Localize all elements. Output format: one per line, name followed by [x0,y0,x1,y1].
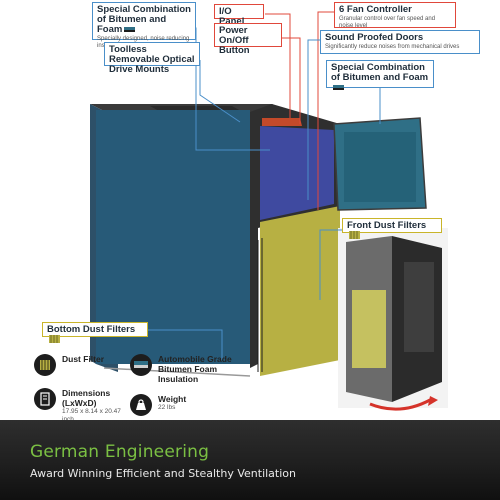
dimensions-icon [34,388,56,410]
legend-value: 22 lbs [158,404,176,411]
callout-title: Special Combination of Bitumen and Foam [97,4,191,35]
callout-title: Front Dust Filters [347,220,427,231]
rotate-arrow-head [428,396,438,406]
legend-title: Dust Filter [62,354,105,364]
callout-title: Power On/Off Button [219,25,250,56]
legend-dust-filter: Dust Filter [34,354,104,376]
drive-bays [404,262,434,352]
legend-title: Dimensions (LxWxD) [62,388,111,408]
callout-power-button: Power On/Off Button [214,23,282,56]
pc-case-illustration [90,11,448,411]
front-upper-foam [260,126,334,220]
callout-io-panel: I/O Panel [214,4,264,27]
rotate-arrow [369,398,431,411]
callout-title: Bottom Dust Filters [47,324,136,335]
footer-banner: German Engineering Award Winning Efficie… [0,420,500,500]
legend-bitumen-foam: Automobile Grade Bitumen Foam Insulation [130,354,248,384]
callout-subtitle: Significantly reduce noises from mechani… [325,44,460,50]
legend-title: Weight [158,394,187,404]
weight-icon [130,394,152,416]
legend-weight: Weight 22 lbs [130,394,186,416]
case-side-panel [96,110,250,364]
filter-grid-icon [49,335,60,344]
callout-title: I/O Panel [219,6,245,27]
door-foam-pad [344,132,416,202]
dust-filter-icon [34,354,56,376]
footer-headline: German Engineering [30,442,210,462]
foam-layer-icon [124,27,136,33]
front-filter-mesh [352,290,386,368]
legend-title: Automobile Grade Bitumen Foam Insulation [158,354,232,384]
legend-value: 17.95 x 8.14 x 20.47 inch [62,408,121,423]
callout-leaders [132,11,381,360]
callout-title: Toolless Removable Optical Drive Mounts [109,44,195,75]
legend-dimensions: Dimensions (LxWxD) 17.95 x 8.14 x 20.47 … [34,388,126,423]
callout-title: Sound Proofed Doors [325,32,424,43]
callout-title: Special Combination of Bitumen and Foam [331,62,429,83]
callout-front-dust-filters: Front Dust Filters [342,218,442,240]
callout-sound-proofed-doors: Sound Proofed Doors Significantly reduce… [320,30,480,54]
case-foot-rail [103,367,251,377]
foam-insulation-icon [130,354,152,376]
io-strip [262,118,302,126]
filter-grid-icon [349,231,360,240]
callout-optical-drive-mounts: Toolless Removable Optical Drive Mounts [104,42,200,75]
callout-bitumen-top: Special Combination of Bitumen and Foam … [92,2,196,49]
foam-layer-icon [333,85,344,91]
callout-title: 6 Fan Controller [339,4,412,15]
callout-bitumen-right: Special Combination of Bitumen and Foam [326,60,434,91]
footer-tagline: Award Winning Efficient and Stealthy Ven… [30,467,296,480]
side-vents [257,238,263,372]
callout-fan-controller: 6 Fan Controller Granular control over f… [334,2,456,29]
callout-subtitle: Granular control over fan speed and nois… [339,16,436,29]
callout-bottom-dust-filters: Bottom Dust Filters [42,322,148,344]
front-filter-panel [260,206,340,376]
